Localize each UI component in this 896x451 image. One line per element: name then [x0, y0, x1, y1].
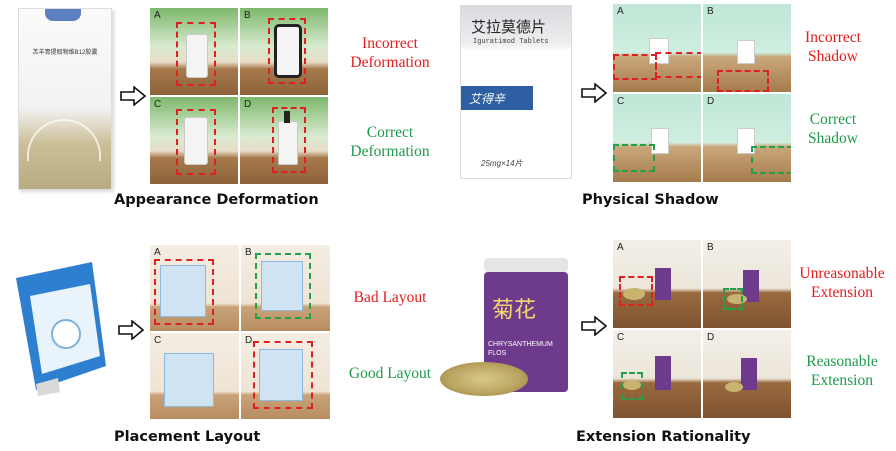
- correct-box: [621, 372, 643, 400]
- cell-letter: B: [707, 242, 714, 253]
- shadow-title: Physical Shadow: [582, 192, 719, 208]
- cell-letter: C: [617, 96, 625, 107]
- extension-product-image: 菊花 CHRYSANTHEMUM FLOS: [440, 258, 580, 400]
- appearance-product-image: 羔羊胃提取物维B12胶囊: [18, 8, 112, 190]
- layout-cell-c: C: [150, 333, 239, 419]
- incorrect-box: [253, 341, 313, 409]
- cell-letter: D: [707, 96, 715, 107]
- correct-box: [613, 144, 655, 172]
- shadow-bad-label: Incorrect Shadow: [805, 29, 861, 65]
- appearance-cell-d: D: [240, 97, 328, 184]
- shadow-product-image: 艾拉莫德片 Iguratimod Tablets 艾得辛 25mg×14片: [460, 5, 572, 179]
- appearance-title: Appearance Deformation: [114, 192, 319, 208]
- appearance-grid: A B C D: [150, 8, 328, 184]
- extension-good-label: Reasonable Extension: [806, 353, 878, 389]
- incorrect-box: [717, 70, 769, 92]
- layout-good-label: Good Layout: [348, 365, 432, 382]
- shadow-product-en: Iguratimod Tablets: [473, 38, 549, 46]
- shadow-arrow-icon: [581, 83, 607, 103]
- cell-letter: A: [154, 10, 161, 21]
- incorrect-box: [655, 52, 701, 78]
- correct-box: [255, 253, 311, 319]
- extension-product-cn: 菊花: [492, 298, 537, 323]
- layout-grid: A B C D: [150, 245, 330, 419]
- layout-cell-b: B: [241, 245, 330, 331]
- layout-cell-d: D: [241, 333, 330, 419]
- incorrect-box: [154, 259, 214, 325]
- extension-cell-c: C: [613, 330, 701, 418]
- appearance-cell-a: A: [150, 8, 238, 95]
- cell-letter: C: [154, 99, 162, 110]
- cell-letter: D: [245, 335, 253, 346]
- cell-letter: C: [617, 332, 625, 343]
- extension-product-en: CHRYSANTHEMUM FLOS: [488, 341, 553, 357]
- incorrect-box: [272, 107, 306, 173]
- layout-arrow-icon: [118, 320, 144, 340]
- shadow-cell-a: A: [613, 4, 701, 92]
- correct-box: [751, 146, 791, 174]
- layout-cell-a: A: [150, 245, 239, 331]
- appearance-arrow-icon: [120, 86, 146, 106]
- appearance-product-text: 羔羊胃提取物维B12胶囊: [32, 50, 98, 56]
- appearance-cell-c: C: [150, 97, 238, 184]
- correct-box: [723, 288, 743, 310]
- cell-letter: C: [154, 335, 162, 346]
- extension-cell-a: A: [613, 240, 701, 328]
- incorrect-box: [176, 109, 216, 175]
- extension-grid: A B C D: [613, 240, 791, 418]
- incorrect-box: [619, 276, 653, 306]
- shadow-cell-c: C: [613, 94, 701, 182]
- cell-letter: D: [244, 99, 252, 110]
- cell-letter: B: [244, 10, 251, 21]
- extension-title: Extension Rationality: [576, 429, 751, 445]
- shadow-brand: 艾得辛: [469, 92, 506, 106]
- cell-letter: B: [707, 6, 714, 17]
- incorrect-box: [176, 22, 216, 86]
- shadow-cell-d: D: [703, 94, 791, 182]
- cell-letter: A: [617, 242, 624, 253]
- appearance-bad-label: Incorrect Deformation: [350, 35, 430, 71]
- extension-cell-b: B: [703, 240, 791, 328]
- shadow-dose: 25mg×14片: [481, 159, 523, 168]
- extension-bad-label: Unreasonable Extension: [799, 265, 885, 301]
- incorrect-box: [268, 18, 306, 84]
- layout-title: Placement Layout: [114, 429, 261, 445]
- shadow-good-label: Correct Shadow: [808, 111, 858, 147]
- cell-letter: A: [617, 6, 624, 17]
- cell-letter: A: [154, 247, 161, 258]
- shadow-grid: A B C D: [613, 4, 791, 182]
- cell-letter: B: [245, 247, 252, 258]
- extension-arrow-icon: [581, 316, 607, 336]
- layout-bad-label: Bad Layout: [353, 289, 427, 306]
- incorrect-box: [613, 54, 657, 80]
- layout-product-image: [6, 256, 110, 396]
- appearance-good-label: Correct Deformation: [350, 124, 430, 160]
- shadow-cell-b: B: [703, 4, 791, 92]
- appearance-cell-b: B: [240, 8, 328, 95]
- shadow-product-cn: 艾拉莫德片: [471, 18, 547, 36]
- cell-letter: D: [707, 332, 715, 343]
- extension-cell-d: D: [703, 330, 791, 418]
